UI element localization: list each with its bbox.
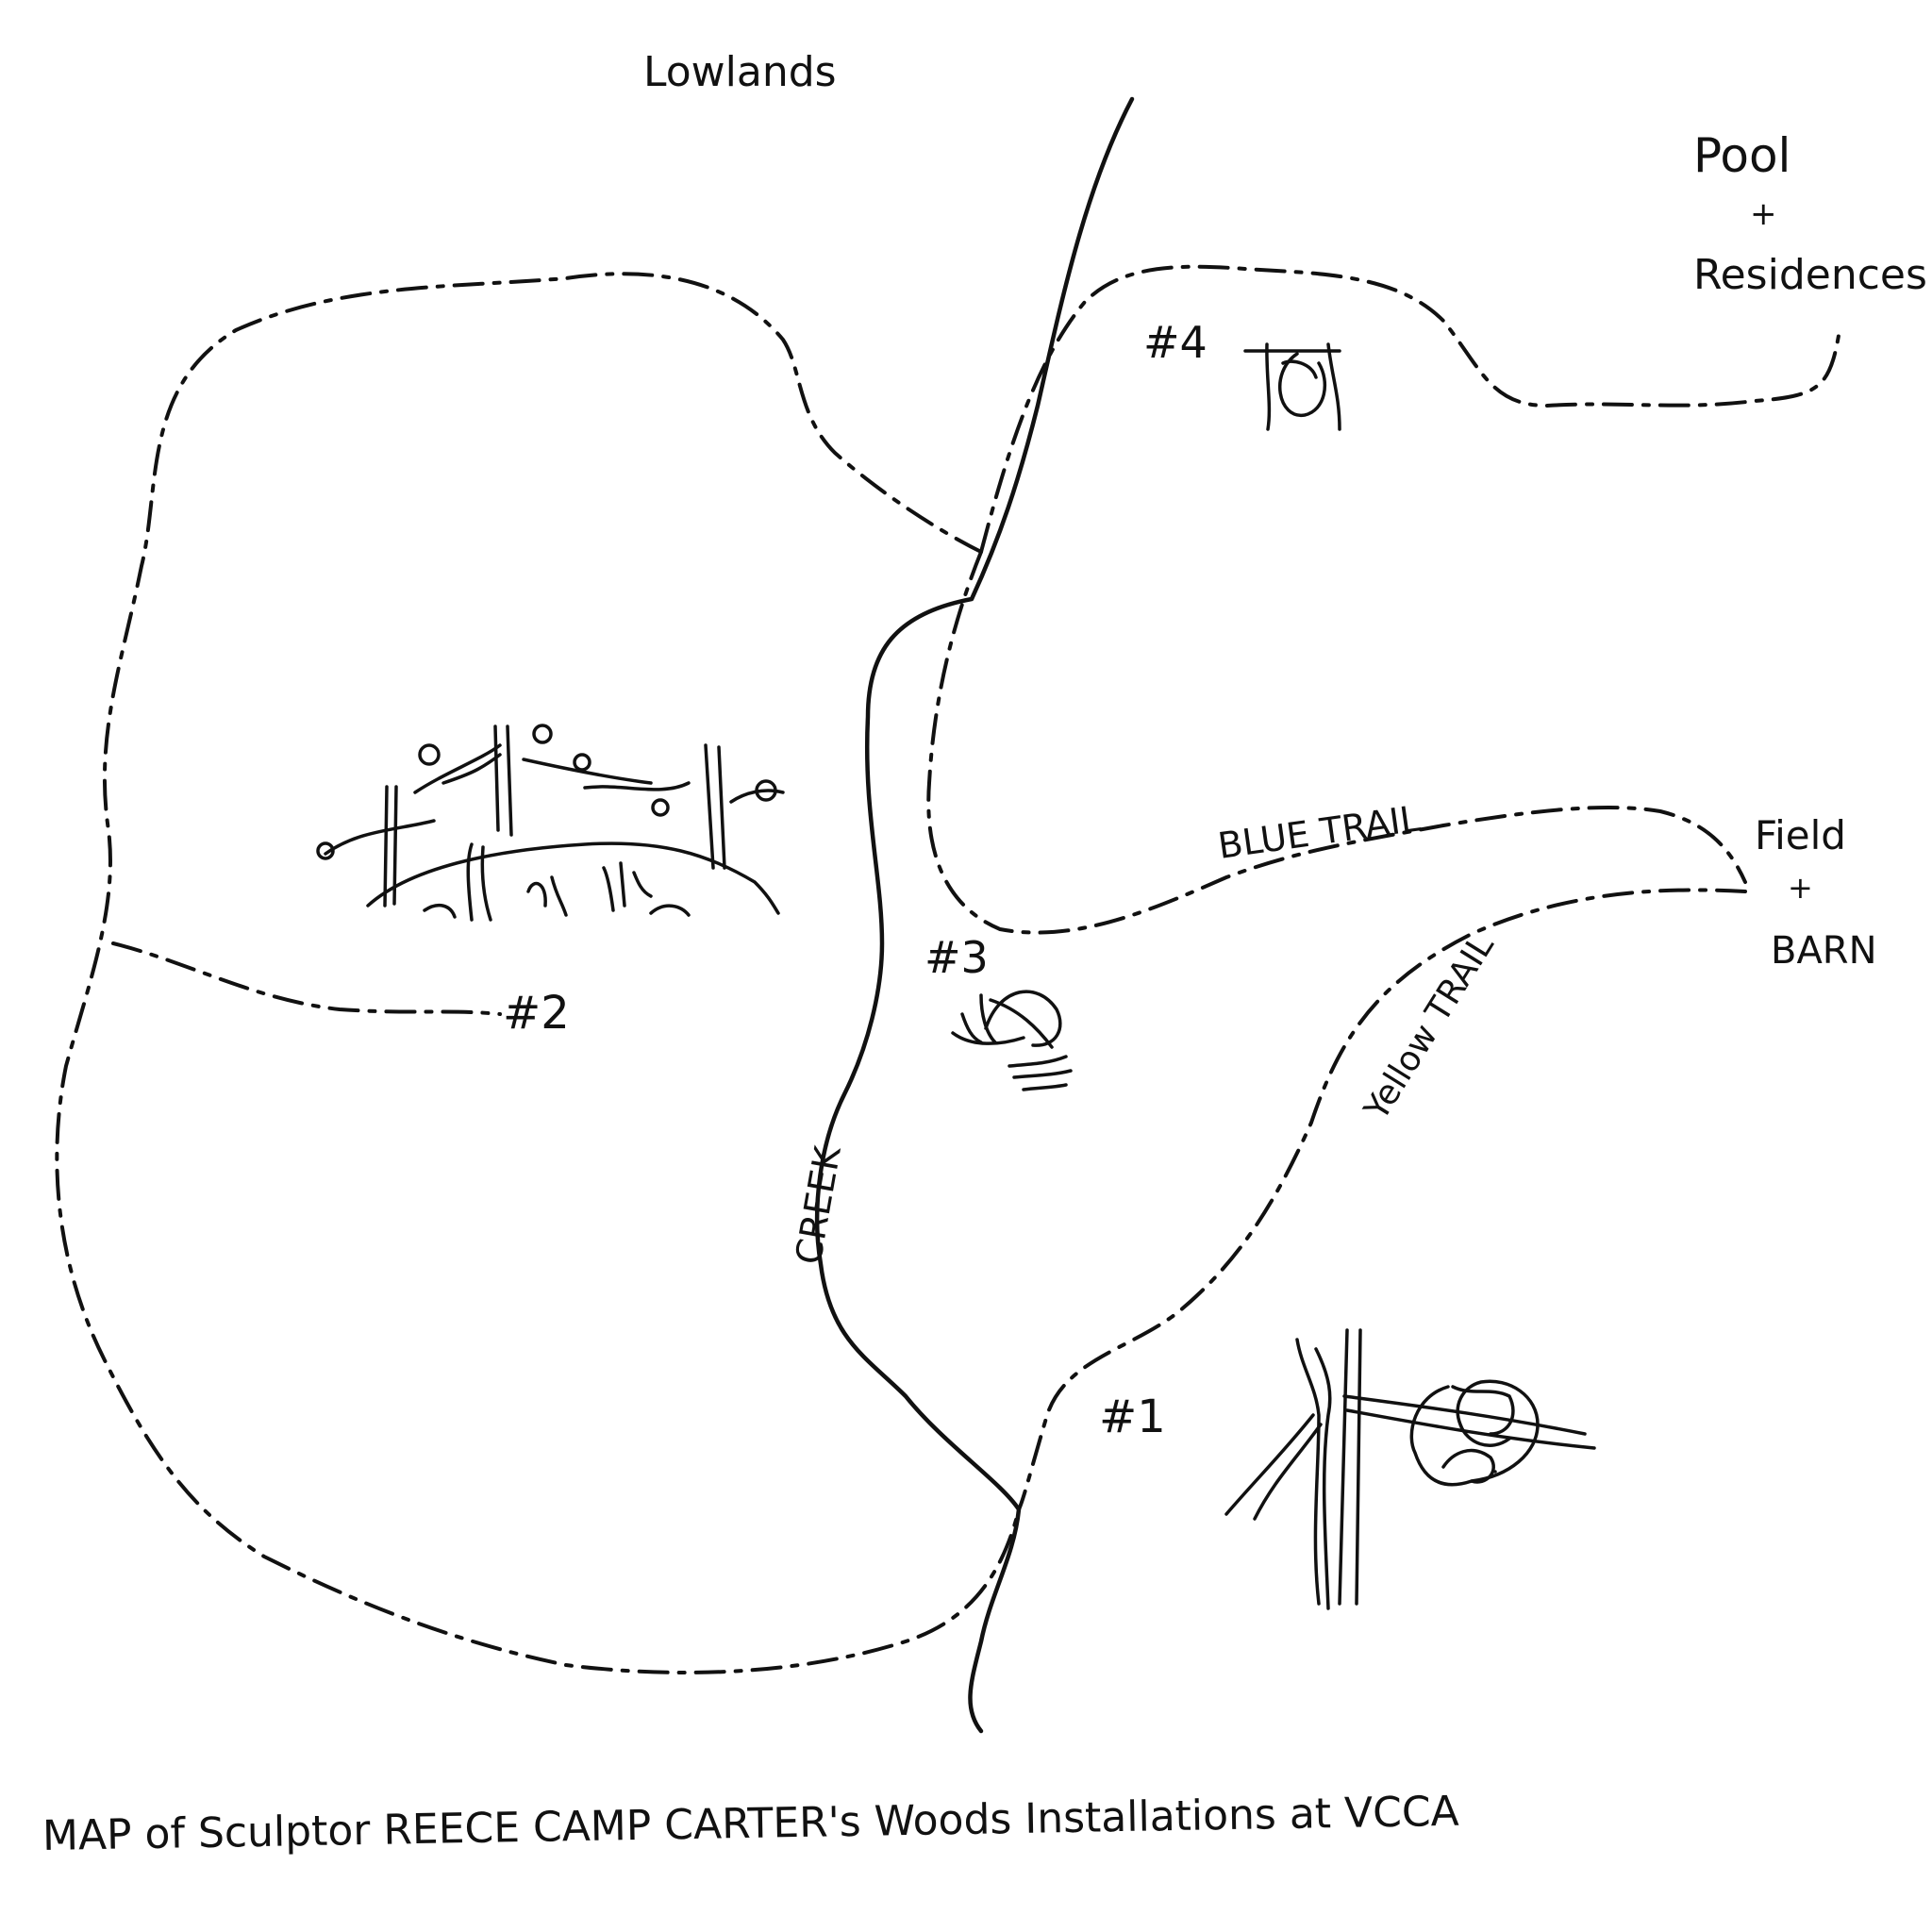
field-label: Field [1755, 812, 1846, 858]
treeline-sculpture-icon [316, 724, 785, 922]
arch-sculpture-icon [1243, 342, 1341, 431]
pool-plus-label: + [1750, 195, 1777, 233]
water-sculpture-icon [951, 990, 1073, 1091]
north-trail [979, 264, 1841, 554]
creek-label: CREEK [788, 1142, 849, 1268]
residences-label: Residences [1693, 251, 1927, 299]
spur-trail-2 [111, 941, 502, 1016]
barn-label: BARN [1771, 929, 1877, 973]
yellow-trail [1017, 888, 1747, 1511]
installation-1-label: #1 [1099, 1391, 1166, 1443]
installation-4-label: #4 [1143, 317, 1208, 368]
installation-3-label: #3 [924, 932, 989, 983]
pool-label: Pool [1693, 128, 1791, 183]
field-plus-label: + [1788, 870, 1813, 906]
lowlands-label: Lowlands [643, 48, 837, 96]
blue-trail-label: BLUE TRAIL [1215, 797, 1423, 867]
installation-2-label: #2 [503, 987, 570, 1040]
blue-trail [926, 550, 1747, 935]
tree-sculpture-icon [1224, 1328, 1596, 1610]
west-loop-trail [55, 272, 1021, 1674]
creek [814, 96, 1135, 1734]
